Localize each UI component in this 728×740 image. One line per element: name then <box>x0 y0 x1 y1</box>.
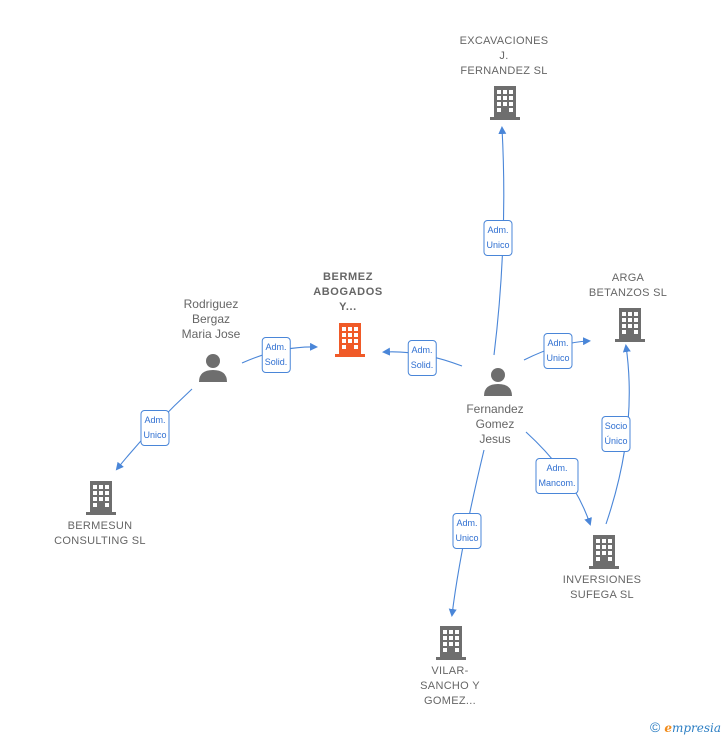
edge-label-fernandez-arga[interactable]: Adm. Unico <box>543 333 573 369</box>
node-label-fernandez[interactable]: Fernandez Gomez Jesus <box>466 402 524 446</box>
building-icon[interactable] <box>488 84 522 120</box>
building-icon[interactable] <box>434 624 468 660</box>
edge-label-rodriguez-bermesun[interactable]: Adm. Unico <box>140 410 170 446</box>
person-icon[interactable] <box>197 353 229 383</box>
edge-label-fernandez-bermez[interactable]: Adm. Solid. <box>407 340 437 376</box>
node-label-bermesun[interactable]: BERMESUN CONSULTING SL <box>54 520 146 547</box>
node-label-arga[interactable]: ARGA BETANZOS SL <box>588 272 668 299</box>
building-icon[interactable] <box>84 479 118 515</box>
brand-name: mpresia <box>671 721 722 735</box>
building-icon[interactable] <box>587 533 621 569</box>
node-label-inversiones[interactable]: INVERSIONES SUFEGA SL <box>562 574 642 601</box>
edge-label-fernandez-excavaciones[interactable]: Adm. Unico <box>483 220 513 256</box>
building-icon-main[interactable] <box>333 321 367 357</box>
edge-label-rodriguez-bermez[interactable]: Adm. Solid. <box>261 337 291 373</box>
building-icon[interactable] <box>613 306 647 342</box>
node-label-bermez[interactable]: BERMEZ ABOGADOS Y... <box>313 271 383 313</box>
edge-label-inversiones-arga[interactable]: Socio Único <box>601 416 631 452</box>
edge-label-fernandez-vilar[interactable]: Adm. Unico <box>452 513 482 549</box>
brand-initial: e <box>664 721 672 735</box>
person-icon[interactable] <box>482 367 514 397</box>
copyright-icon: © <box>650 719 661 735</box>
node-label-excavaciones[interactable]: EXCAVACIONES J. FERNANDEZ SL <box>459 35 549 77</box>
node-label-vilar[interactable]: VILAR- SANCHO Y GOMEZ... <box>420 665 480 707</box>
brand-footer: ©empresia <box>650 719 721 735</box>
node-label-rodriguez[interactable]: Rodriguez Bergaz Maria Jose <box>181 297 241 341</box>
edge-label-fernandez-inversiones[interactable]: Adm. Mancom. <box>535 458 579 494</box>
